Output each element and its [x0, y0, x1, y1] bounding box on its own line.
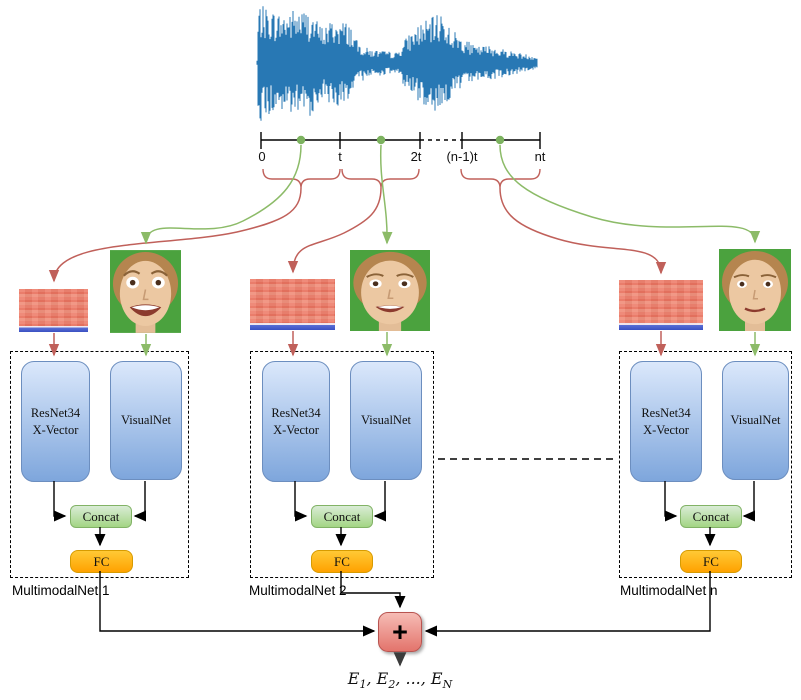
- face-image-3: [719, 249, 791, 331]
- timeline-axis: [260, 132, 541, 149]
- visual-frame-arrow-1: [140, 144, 302, 245]
- segment-brace-3: [460, 168, 541, 189]
- audio-net-box-n: ResNet34 X-Vector: [630, 361, 702, 482]
- fc-box-1: FC: [70, 550, 133, 573]
- audio-waveform: [256, 6, 538, 121]
- audio-net-box-1: ResNet34 X-Vector: [21, 361, 90, 482]
- visual-frame-arrow-2: [379, 144, 393, 245]
- visual-net-box-2: VisualNet: [350, 361, 422, 480]
- visual-net-box-1: VisualNet: [110, 361, 182, 480]
- fc-box-2: FC: [311, 550, 373, 573]
- face-image-1: [110, 250, 181, 333]
- concat-box-n: Concat: [680, 505, 742, 528]
- face-image-2: [350, 250, 430, 331]
- segment-dot-2: [376, 135, 386, 145]
- segment-dot-1: [296, 135, 306, 145]
- segment-brace-2: [341, 168, 420, 189]
- visual-net-box-n: VisualNet: [722, 361, 789, 480]
- tick-label-2t: 2t: [410, 149, 422, 164]
- concat-box-2: Concat: [311, 505, 373, 528]
- tick-label-t: t: [338, 149, 342, 164]
- segment-braces: [262, 168, 541, 189]
- spectrogram-image-2: [250, 279, 335, 330]
- sum-node: +: [378, 612, 422, 652]
- tick-label-n1t: (n-1)t: [446, 149, 478, 164]
- concat-box-1: Concat: [70, 505, 132, 528]
- plus-symbol: +: [392, 616, 408, 647]
- segment-dot-3: [495, 135, 505, 145]
- block-caption-1: MultimodalNet 1: [12, 583, 110, 598]
- output-formula: E1, E2, ..., EN: [347, 669, 453, 692]
- audio-segment-arrow-3: [499, 187, 667, 275]
- frame-sample-dots: [296, 135, 505, 145]
- block-caption-n: MultimodalNet n: [620, 583, 718, 598]
- tick-label-0: 0: [258, 149, 266, 164]
- face-1-surprised: [110, 250, 181, 333]
- block-caption-2: MultimodalNet 2: [249, 583, 347, 598]
- tick-label-nt: nt: [534, 149, 546, 164]
- fc-box-n: FC: [680, 550, 742, 573]
- segment-brace-1: [262, 168, 341, 189]
- fcn-to-sum-connector: [424, 571, 711, 637]
- spectrogram-image-1: [19, 289, 88, 332]
- spectrogram-image-3: [619, 280, 703, 330]
- audio-net-box-2: ResNet34 X-Vector: [262, 361, 330, 482]
- face-3-neutral: [719, 249, 791, 331]
- fc1-to-sum-connector: [99, 571, 376, 637]
- face-2-smiling: [350, 250, 430, 331]
